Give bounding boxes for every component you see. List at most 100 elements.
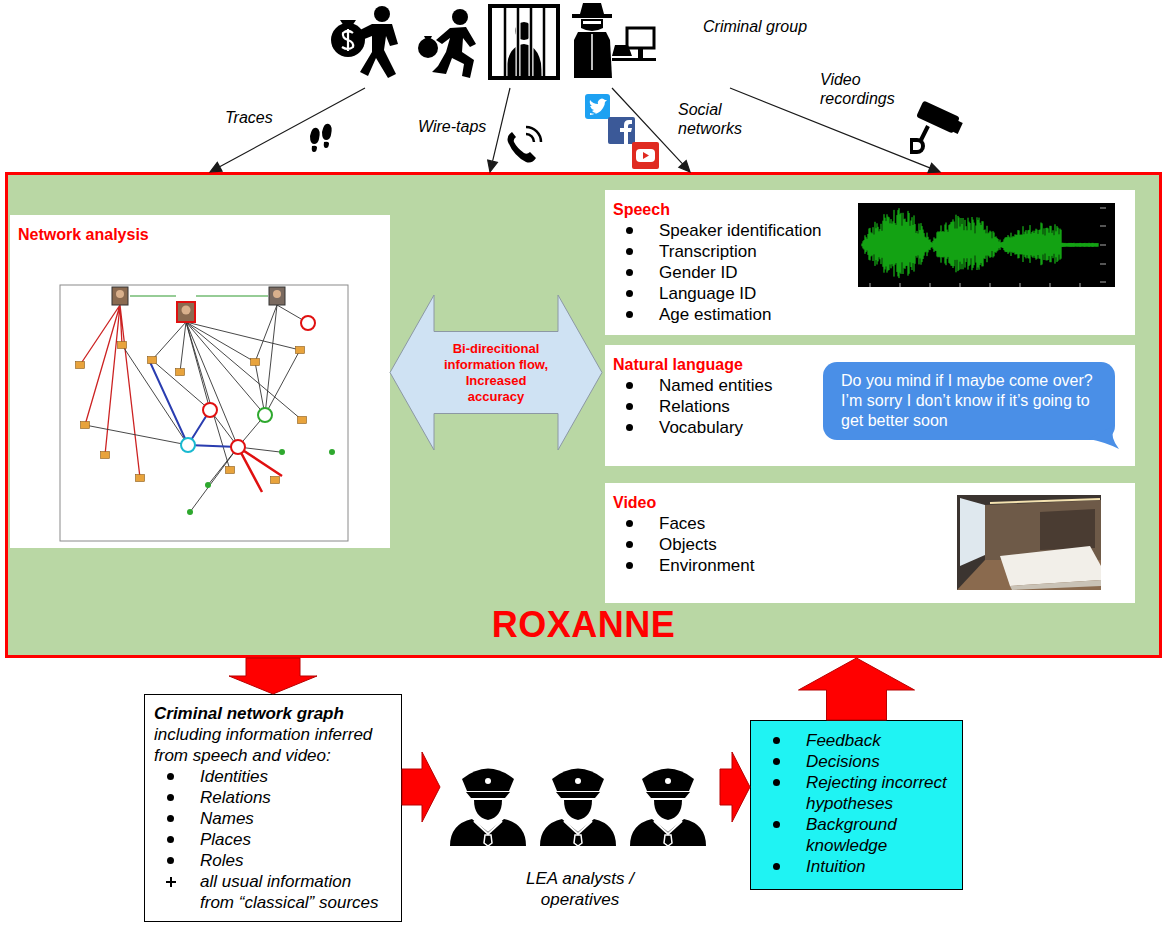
module-panel: Network analysis bbox=[10, 215, 390, 548]
network-graph bbox=[258, 408, 272, 422]
hacker-icon bbox=[574, 32, 612, 78]
bullet-item: Age estimation bbox=[613, 304, 771, 325]
network-graph bbox=[116, 290, 124, 298]
network-graph bbox=[148, 357, 157, 364]
youtube-icon bbox=[636, 149, 655, 162]
hacker-icon bbox=[638, 48, 643, 58]
module-panel: Natural languageNamed entitiesRelationsV… bbox=[605, 345, 1135, 466]
hacker-icon bbox=[572, 14, 612, 18]
bullet-item: Gender ID bbox=[613, 262, 737, 283]
room-photo bbox=[1040, 509, 1095, 550]
youtube-icon bbox=[632, 142, 659, 169]
waveform bbox=[862, 208, 1098, 278]
bullet-item: Objects bbox=[613, 534, 717, 555]
youtube-icon bbox=[632, 142, 659, 169]
thief-icon bbox=[331, 23, 365, 57]
double-arrow: Bi-direcitional information flow, Increa… bbox=[390, 295, 602, 450]
prisoner-icon bbox=[490, 6, 558, 78]
network-graph bbox=[226, 467, 235, 474]
runner-icon bbox=[432, 27, 476, 78]
network-graph bbox=[205, 482, 211, 488]
bullet-item: Vocabulary bbox=[613, 417, 743, 438]
camera-icon bbox=[921, 126, 928, 140]
waveform bbox=[858, 203, 1115, 287]
runner-icon bbox=[418, 9, 476, 78]
bullet-item: Transcription bbox=[613, 241, 757, 262]
room-photo bbox=[960, 498, 985, 566]
prisoner-icon bbox=[490, 6, 558, 78]
double-arrow-shape bbox=[390, 295, 602, 450]
network-graph bbox=[176, 369, 185, 376]
network-graph bbox=[238, 447, 282, 492]
flow-arrow bbox=[720, 752, 750, 822]
network-graph bbox=[81, 422, 90, 429]
hacker-icon bbox=[627, 28, 654, 48]
bullet-item: Rejecting incorrect hypotheses bbox=[760, 772, 954, 814]
network-graph bbox=[136, 475, 145, 482]
network-graph bbox=[80, 305, 140, 478]
thief-icon bbox=[374, 6, 390, 22]
network-graph bbox=[181, 316, 315, 454]
panel-heading: Speech bbox=[613, 200, 670, 220]
arrow-text: Bi-direcitional information flow, Increa… bbox=[439, 341, 553, 405]
group-label: LEA analysts / operatives bbox=[515, 868, 645, 910]
facebook-icon bbox=[608, 117, 635, 144]
runner-icon bbox=[418, 38, 438, 58]
bubble-tail bbox=[1089, 426, 1119, 449]
camera-icon bbox=[916, 100, 960, 133]
panel-heading: Video bbox=[613, 493, 656, 513]
hacker-icon bbox=[581, 19, 603, 31]
prisoner-icon bbox=[505, 8, 544, 76]
hacker-icon bbox=[612, 58, 656, 61]
chat-bubble: Do you mind if I maybe come over? I’m so… bbox=[823, 362, 1115, 440]
bullet-item: all usual information from “classical” s… bbox=[154, 871, 382, 913]
system-title: ROXANNE bbox=[8, 603, 1159, 647]
label-anchor: Social networks bbox=[676, 100, 752, 138]
network-graph bbox=[203, 403, 217, 417]
network-graph bbox=[130, 295, 268, 296]
runner-icon bbox=[424, 36, 432, 40]
bullet-item: Background knowledge bbox=[760, 814, 954, 856]
room-photo bbox=[957, 495, 1101, 590]
twitter-icon bbox=[590, 99, 607, 116]
bullet-item: Environment bbox=[613, 555, 754, 576]
network-graph bbox=[298, 417, 307, 424]
network-graph bbox=[76, 342, 307, 484]
waveform bbox=[870, 208, 1106, 287]
bullet-item: Places bbox=[154, 829, 251, 850]
bullet-item: Speaker identification bbox=[613, 220, 822, 241]
output-box: Criminal network graphincluding informat… bbox=[144, 694, 402, 922]
network-graph bbox=[101, 452, 110, 459]
room-photo bbox=[1000, 546, 1101, 586]
module-panel: VideoFacesObjectsEnvironment bbox=[605, 483, 1135, 603]
source-arrow bbox=[488, 88, 510, 172]
phone-icon bbox=[508, 132, 537, 163]
edge-label: Social networks bbox=[676, 100, 752, 138]
feedback-box: FeedbackDecisionsRejecting incorrect hyp… bbox=[750, 720, 963, 890]
source-arrow bbox=[210, 88, 365, 172]
police-icon bbox=[450, 769, 526, 847]
thief-icon bbox=[342, 29, 353, 51]
thief-icon bbox=[331, 6, 398, 78]
youtube-icon bbox=[643, 152, 649, 159]
network-graph bbox=[60, 285, 348, 541]
flow-arrow bbox=[229, 658, 317, 694]
phone-icon bbox=[526, 127, 541, 142]
panel-heading: Network analysis bbox=[18, 225, 149, 245]
network-graph bbox=[150, 362, 238, 447]
network-graph bbox=[279, 449, 285, 455]
actor-group: LEA analysts / operatives bbox=[440, 760, 720, 915]
network-graph bbox=[118, 342, 127, 349]
prisoner-icon bbox=[505, 8, 544, 76]
room-photo bbox=[990, 499, 1100, 503]
network-graph bbox=[329, 449, 335, 455]
label-anchor: Wire-taps bbox=[416, 117, 488, 136]
waveform bbox=[858, 203, 1115, 287]
bullet-item: Names bbox=[154, 808, 254, 829]
hacker-icon bbox=[612, 45, 632, 56]
bullet-item: Identities bbox=[154, 766, 268, 787]
room-photo bbox=[985, 500, 1101, 560]
